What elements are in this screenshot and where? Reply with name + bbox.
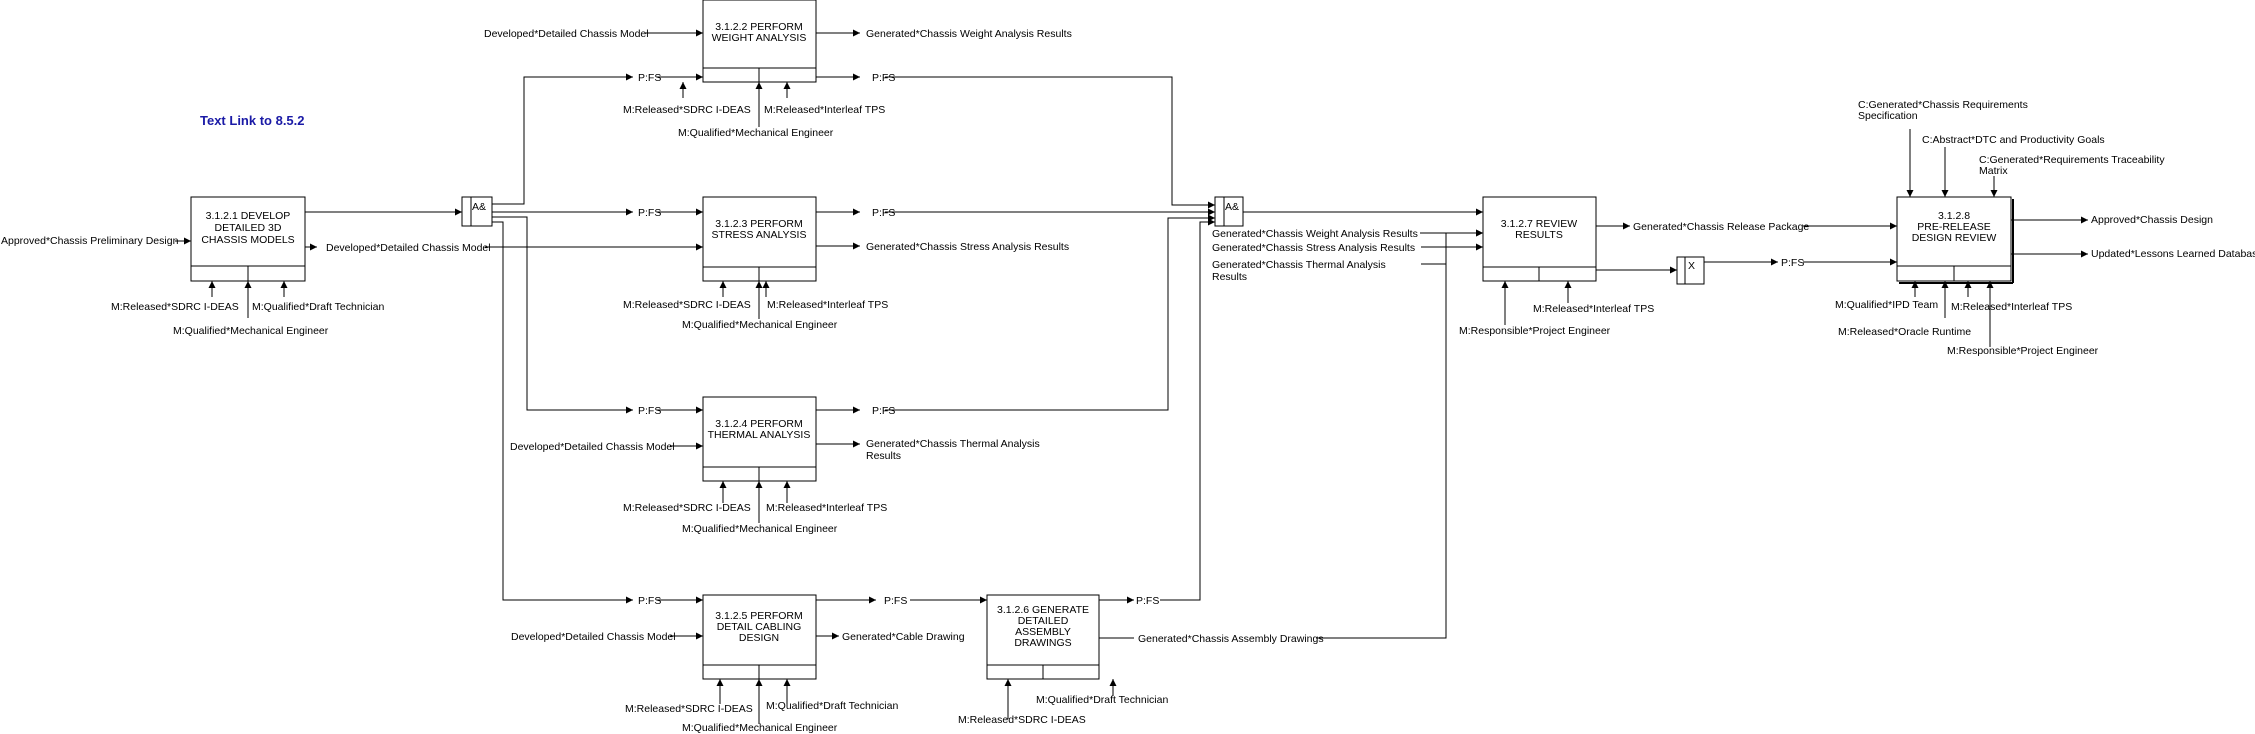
label-b1-sdrc: M:Released*SDRC I-DEAS	[111, 301, 239, 313]
label-b3-sdrc: M:Released*SDRC I-DEAS	[623, 299, 751, 311]
label-b6-pfs-out: P:FS	[1136, 595, 1159, 607]
junction-and-2-label: A&	[1225, 201, 1239, 213]
label-b4-sdrc: M:Released*SDRC I-DEAS	[623, 502, 751, 514]
label-b2-developed-model: Developed*Detailed Chassis Model	[484, 28, 649, 40]
label-b5-developed-model: Developed*Detailed Chassis Model	[511, 631, 676, 643]
label-b7-weight-in: Generated*Chassis Weight Analysis Result…	[1212, 228, 1418, 240]
label-b6-sdrc: M:Released*SDRC I-DEAS	[958, 714, 1086, 726]
label-b8-lessons-learned: Updated*Lessons Learned Database	[2091, 248, 2255, 260]
label-b4-mech: M:Qualified*Mechanical Engineer	[682, 523, 838, 535]
label-b5-cable-drawing: Generated*Cable Drawing	[842, 631, 965, 643]
junction-and-1-label: A&	[472, 201, 486, 213]
label-b5-pfs-in: P:FS	[638, 595, 661, 607]
label-b3-mech: M:Qualified*Mechanical Engineer	[682, 319, 838, 331]
activity-box-3-1-2-6[interactable]	[986, 594, 1100, 680]
label-b8-pfs-in: P:FS	[1781, 257, 1804, 269]
label-approved-preliminary-design: Approved*Chassis Preliminary Design	[1, 235, 179, 247]
label-b2-tps: M:Released*Interleaf TPS	[764, 104, 885, 116]
label-b2-pfs-in: P:FS	[638, 72, 661, 84]
label-b2-mech: M:Qualified*Mechanical Engineer	[678, 127, 834, 139]
label-b4-developed-model: Developed*Detailed Chassis Model	[510, 441, 675, 453]
label-b7-pe: M:Responsible*Project Engineer	[1459, 325, 1611, 337]
activity-box-3-1-2-7[interactable]	[1482, 196, 1597, 282]
label-b8-ipd-team: M:Qualified*IPD Team	[1835, 299, 1938, 311]
label-b8-approved-design: Approved*Chassis Design	[2091, 214, 2213, 226]
label-b3-stress-results: Generated*Chassis Stress Analysis Result…	[866, 241, 1069, 253]
label-b4-pfs-out: P:FS	[872, 405, 895, 417]
junction-xor-label: X	[1688, 260, 1695, 272]
label-b1-draft: M:Qualified*Draft Technician	[252, 301, 384, 313]
label-b6-draft: M:Qualified*Draft Technician	[1036, 694, 1168, 706]
label-b7-release-package: Generated*Chassis Release Package	[1633, 221, 1809, 233]
arrows	[175, 29, 2088, 724]
label-b5-pfs-out: P:FS	[884, 595, 907, 607]
label-b4-tps: M:Released*Interleaf TPS	[766, 502, 887, 514]
label-b5-sdrc: M:Released*SDRC I-DEAS	[625, 703, 753, 715]
label-b3-tps: M:Released*Interleaf TPS	[767, 299, 888, 311]
label-b8-oracle: M:Released*Oracle Runtime	[1838, 326, 1971, 338]
label-b5-draft: M:Qualified*Draft Technician	[766, 700, 898, 712]
label-b7-stress-in: Generated*Chassis Stress Analysis Result…	[1212, 242, 1415, 254]
label-b2-sdrc: M:Released*SDRC I-DEAS	[623, 104, 751, 116]
label-b4-pfs-in: P:FS	[638, 405, 661, 417]
label-b3-pfs-in: P:FS	[638, 207, 661, 219]
label-b3-pfs-out: P:FS	[872, 207, 895, 219]
label-developed-model-b1: Developed*Detailed Chassis Model	[326, 242, 491, 254]
label-b8-pe: M:Responsible*Project Engineer	[1947, 345, 2099, 357]
label-b2-pfs-out: P:FS	[872, 72, 895, 84]
label-b6-assembly-drawings: Generated*Chassis Assembly Drawings	[1138, 633, 1324, 645]
label-b2-weight-results: Generated*Chassis Weight Analysis Result…	[866, 28, 1072, 40]
label-b7-tps: M:Released*Interleaf TPS	[1533, 303, 1654, 315]
label-b5-mech: M:Qualified*Mechanical Engineer	[682, 722, 838, 734]
text-link[interactable]: Text Link to 8.5.2	[200, 113, 305, 128]
label-b8-tps: M:Released*Interleaf TPS	[1951, 301, 2072, 313]
label-b1-mech: M:Qualified*Mechanical Engineer	[173, 325, 329, 337]
label-b8-dtc-goals: C:Abstract*DTC and Productivity Goals	[1922, 134, 2105, 146]
